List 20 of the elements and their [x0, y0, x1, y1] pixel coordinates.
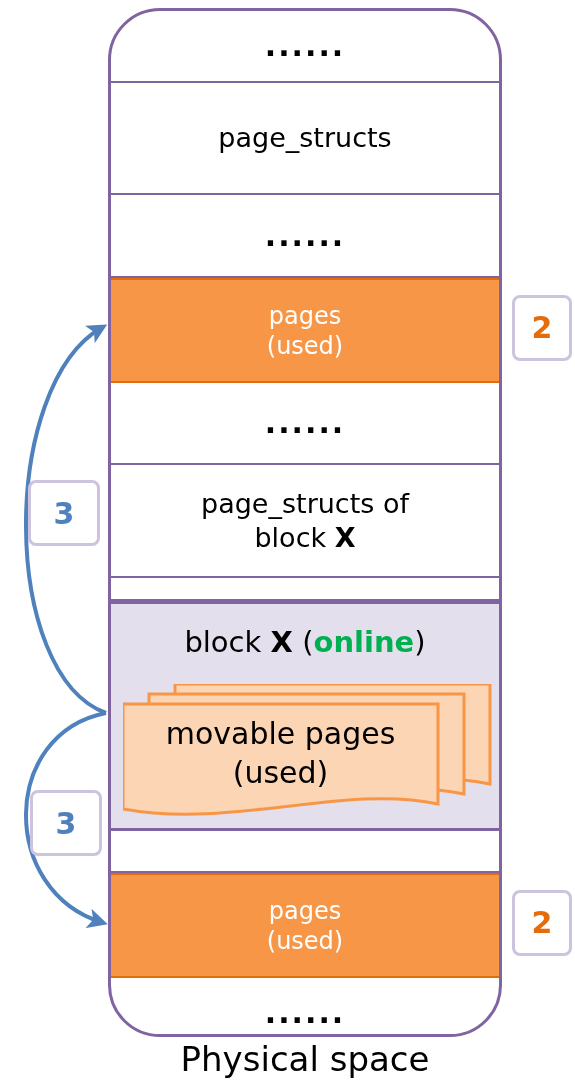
ellipsis: ......	[264, 216, 346, 255]
stack-label: movable pages (used)	[164, 715, 397, 792]
step-badge: 2	[512, 294, 572, 361]
used-pages-band	[111, 278, 499, 383]
band-label: page_structs	[218, 121, 392, 155]
block-title: block X (online)	[184, 624, 426, 661]
memory-block-band	[111, 601, 499, 831]
ellipsis: ......	[264, 994, 346, 1032]
step-badge: 3	[28, 480, 100, 546]
step-badge: 2	[512, 889, 572, 956]
ellipsis: ......	[264, 27, 346, 65]
ellipsis: ......	[264, 404, 346, 442]
step-badge: 3	[30, 790, 102, 856]
used-pages-band	[111, 873, 499, 978]
curved-arrow	[24, 323, 108, 715]
curved-arrow	[24, 711, 108, 926]
column-caption: Physical space	[179, 1038, 431, 1080]
band-label: pages (used)	[265, 895, 345, 956]
band-label: page_structs of block X	[200, 486, 411, 555]
band-label: pages (used)	[265, 300, 345, 361]
